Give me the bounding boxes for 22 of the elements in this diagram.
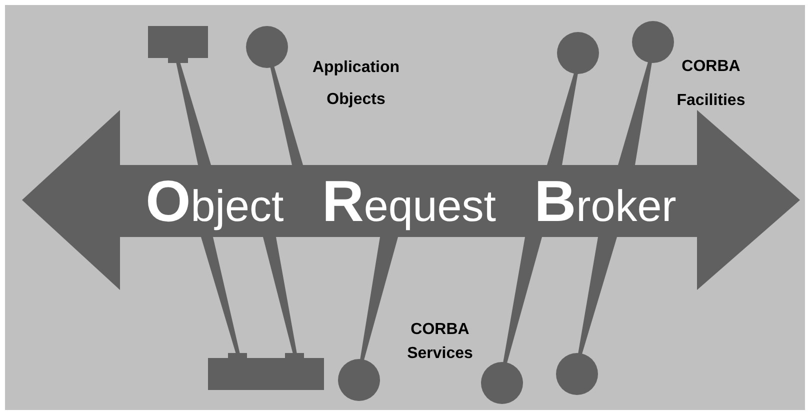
circle-node	[246, 26, 288, 68]
double-arrow	[22, 110, 800, 290]
plug-box	[208, 353, 324, 390]
circle-node	[338, 359, 380, 401]
connector-wedge	[263, 237, 297, 354]
connector-wedge	[503, 237, 542, 363]
plug-box	[148, 26, 208, 63]
connector-wedge	[360, 237, 398, 360]
circle-node	[632, 21, 674, 63]
circle-node	[556, 353, 598, 395]
group-label: Application Objects	[311, 58, 401, 110]
connector-wedge	[270, 66, 303, 165]
circle-node	[481, 362, 523, 404]
group-label: CORBA Facilities	[676, 57, 746, 111]
connector-wedge	[578, 237, 617, 354]
circle-node	[557, 32, 599, 74]
connector-wedge	[201, 237, 240, 354]
arrow-label: Object Request Broker	[144, 168, 678, 236]
connector-wedge	[176, 62, 211, 165]
connector-wedge	[547, 73, 578, 165]
connector-wedge	[618, 62, 652, 165]
group-label: CORBA Services	[406, 320, 474, 364]
